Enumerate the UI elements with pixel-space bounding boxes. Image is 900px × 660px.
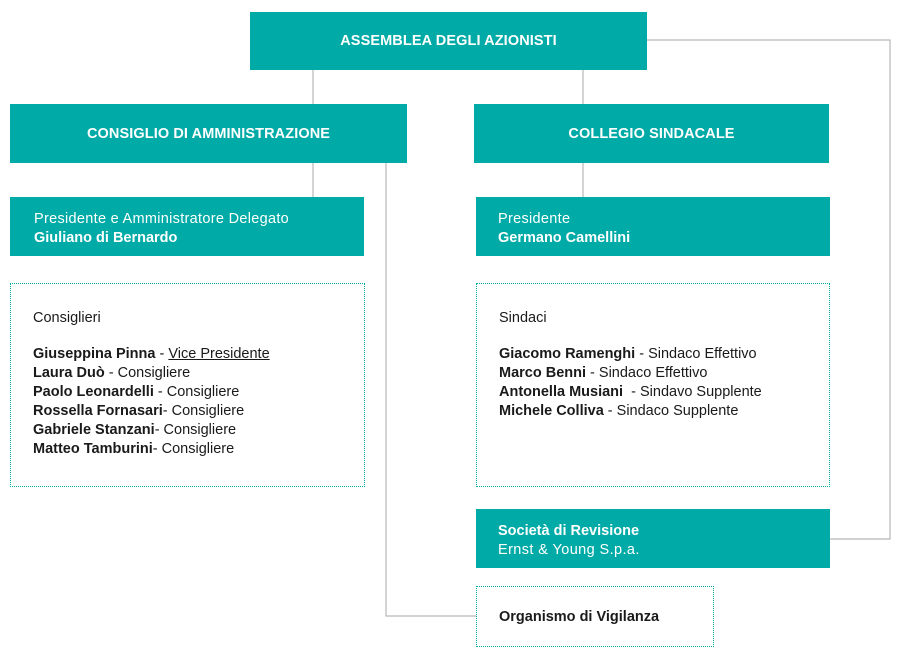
list-item: Marco Benni - Sindaco Effettivo xyxy=(499,364,829,383)
member-name: Marco Benni xyxy=(499,365,587,381)
revisione-title: Società di Revisione xyxy=(498,523,640,539)
member-role: Consigliere xyxy=(117,365,191,381)
member-name: Laura Duò xyxy=(33,365,105,381)
member-separator: - xyxy=(153,384,167,400)
member-separator: - xyxy=(623,384,640,400)
member-separator: - xyxy=(635,346,649,362)
member-separator: - xyxy=(603,403,617,419)
member-role: Consigliere xyxy=(166,384,240,400)
revisione-firm: Ernst & Young S.p.a. xyxy=(498,542,640,558)
member-separator: - xyxy=(155,346,169,362)
consiglieri-box: Consiglieri Giuseppina Pinna - Vice Pres… xyxy=(10,283,365,487)
collegio-presidente-role: Presidente xyxy=(498,211,571,227)
collegio-presidente-box: Presidente Germano Camellini xyxy=(476,197,830,256)
sindaci-box: Sindaci Giacomo Ramenghi - Sindaco Effet… xyxy=(476,283,830,487)
collegio-label: COLLEGIO SINDACALE xyxy=(568,125,735,142)
cda-presidente-role: Presidente e Amministratore Delegato xyxy=(34,211,290,227)
list-item: Giuseppina Pinna - Vice Presidente xyxy=(33,345,364,364)
member-role: Sindaco Effettivo xyxy=(598,365,708,381)
member-name: Michele Colliva xyxy=(499,403,604,419)
member-name: Gabriele Stanzani xyxy=(33,422,155,438)
member-name: Rossella Fornasari xyxy=(33,403,163,419)
collegio-presidente-name: Germano Camellini xyxy=(498,230,631,246)
list-item: Matteo Tamburini- Consigliere xyxy=(33,440,364,459)
list-item: Antonella Musiani - Sindavo Supplente xyxy=(499,383,829,402)
member-role: Consigliere xyxy=(171,403,245,419)
collegio-box: COLLEGIO SINDACALE xyxy=(474,104,829,163)
assemblea-label: ASSEMBLEA DEGLI AZIONISTI xyxy=(340,33,557,49)
revisione-box: Società di Revisione Ernst & Young S.p.a… xyxy=(476,509,830,568)
member-role: Sindaco Effettivo xyxy=(648,346,757,362)
list-item: Michele Colliva - Sindaco Supplente xyxy=(499,402,829,421)
member-name: Paolo Leonardelli xyxy=(33,384,154,400)
member-role: Sindavo Supplente xyxy=(640,384,762,400)
member-role: Vice Presidente xyxy=(168,346,270,362)
connector-cda-vigilanza xyxy=(385,163,476,617)
consiglieri-heading: Consiglieri xyxy=(33,310,101,326)
list-item: Laura Duò - Consigliere xyxy=(33,364,364,383)
list-item: Giacomo Ramenghi - Sindaco Effettivo xyxy=(499,345,829,364)
cda-box: CONSIGLIO DI AMMINISTRAZIONE xyxy=(10,104,407,163)
vigilanza-box: Organismo di Vigilanza xyxy=(476,586,714,647)
member-separator: - xyxy=(152,441,162,457)
member-name: Matteo Tamburini xyxy=(33,441,153,457)
member-role: Consigliere xyxy=(163,422,237,438)
member-role: Sindaco Supplente xyxy=(616,403,739,419)
member-name: Antonella Musiani xyxy=(499,384,624,400)
member-separator: - xyxy=(154,422,164,438)
member-role: Consigliere xyxy=(161,441,235,457)
cda-presidente-name: Giuliano di Bernardo xyxy=(34,230,178,246)
member-separator: - xyxy=(586,365,599,381)
cda-presidente-box: Presidente e Amministratore Delegato Giu… xyxy=(10,197,364,256)
connector-assemblea-revisione xyxy=(647,39,891,540)
vigilanza-label: Organismo di Vigilanza xyxy=(499,608,660,625)
list-item: Paolo Leonardelli - Consigliere xyxy=(33,383,364,402)
list-item: Rossella Fornasari- Consigliere xyxy=(33,402,364,421)
member-separator: - xyxy=(162,403,172,419)
cda-label: CONSIGLIO DI AMMINISTRAZIONE xyxy=(86,125,331,142)
assemblea-box: ASSEMBLEA DEGLI AZIONISTI xyxy=(250,12,647,70)
member-name: Giuseppina Pinna xyxy=(33,346,156,362)
sindaci-heading: Sindaci xyxy=(499,310,547,326)
member-name: Giacomo Ramenghi xyxy=(499,346,636,362)
list-item: Gabriele Stanzani- Consigliere xyxy=(33,421,364,440)
member-separator: - xyxy=(104,365,118,381)
